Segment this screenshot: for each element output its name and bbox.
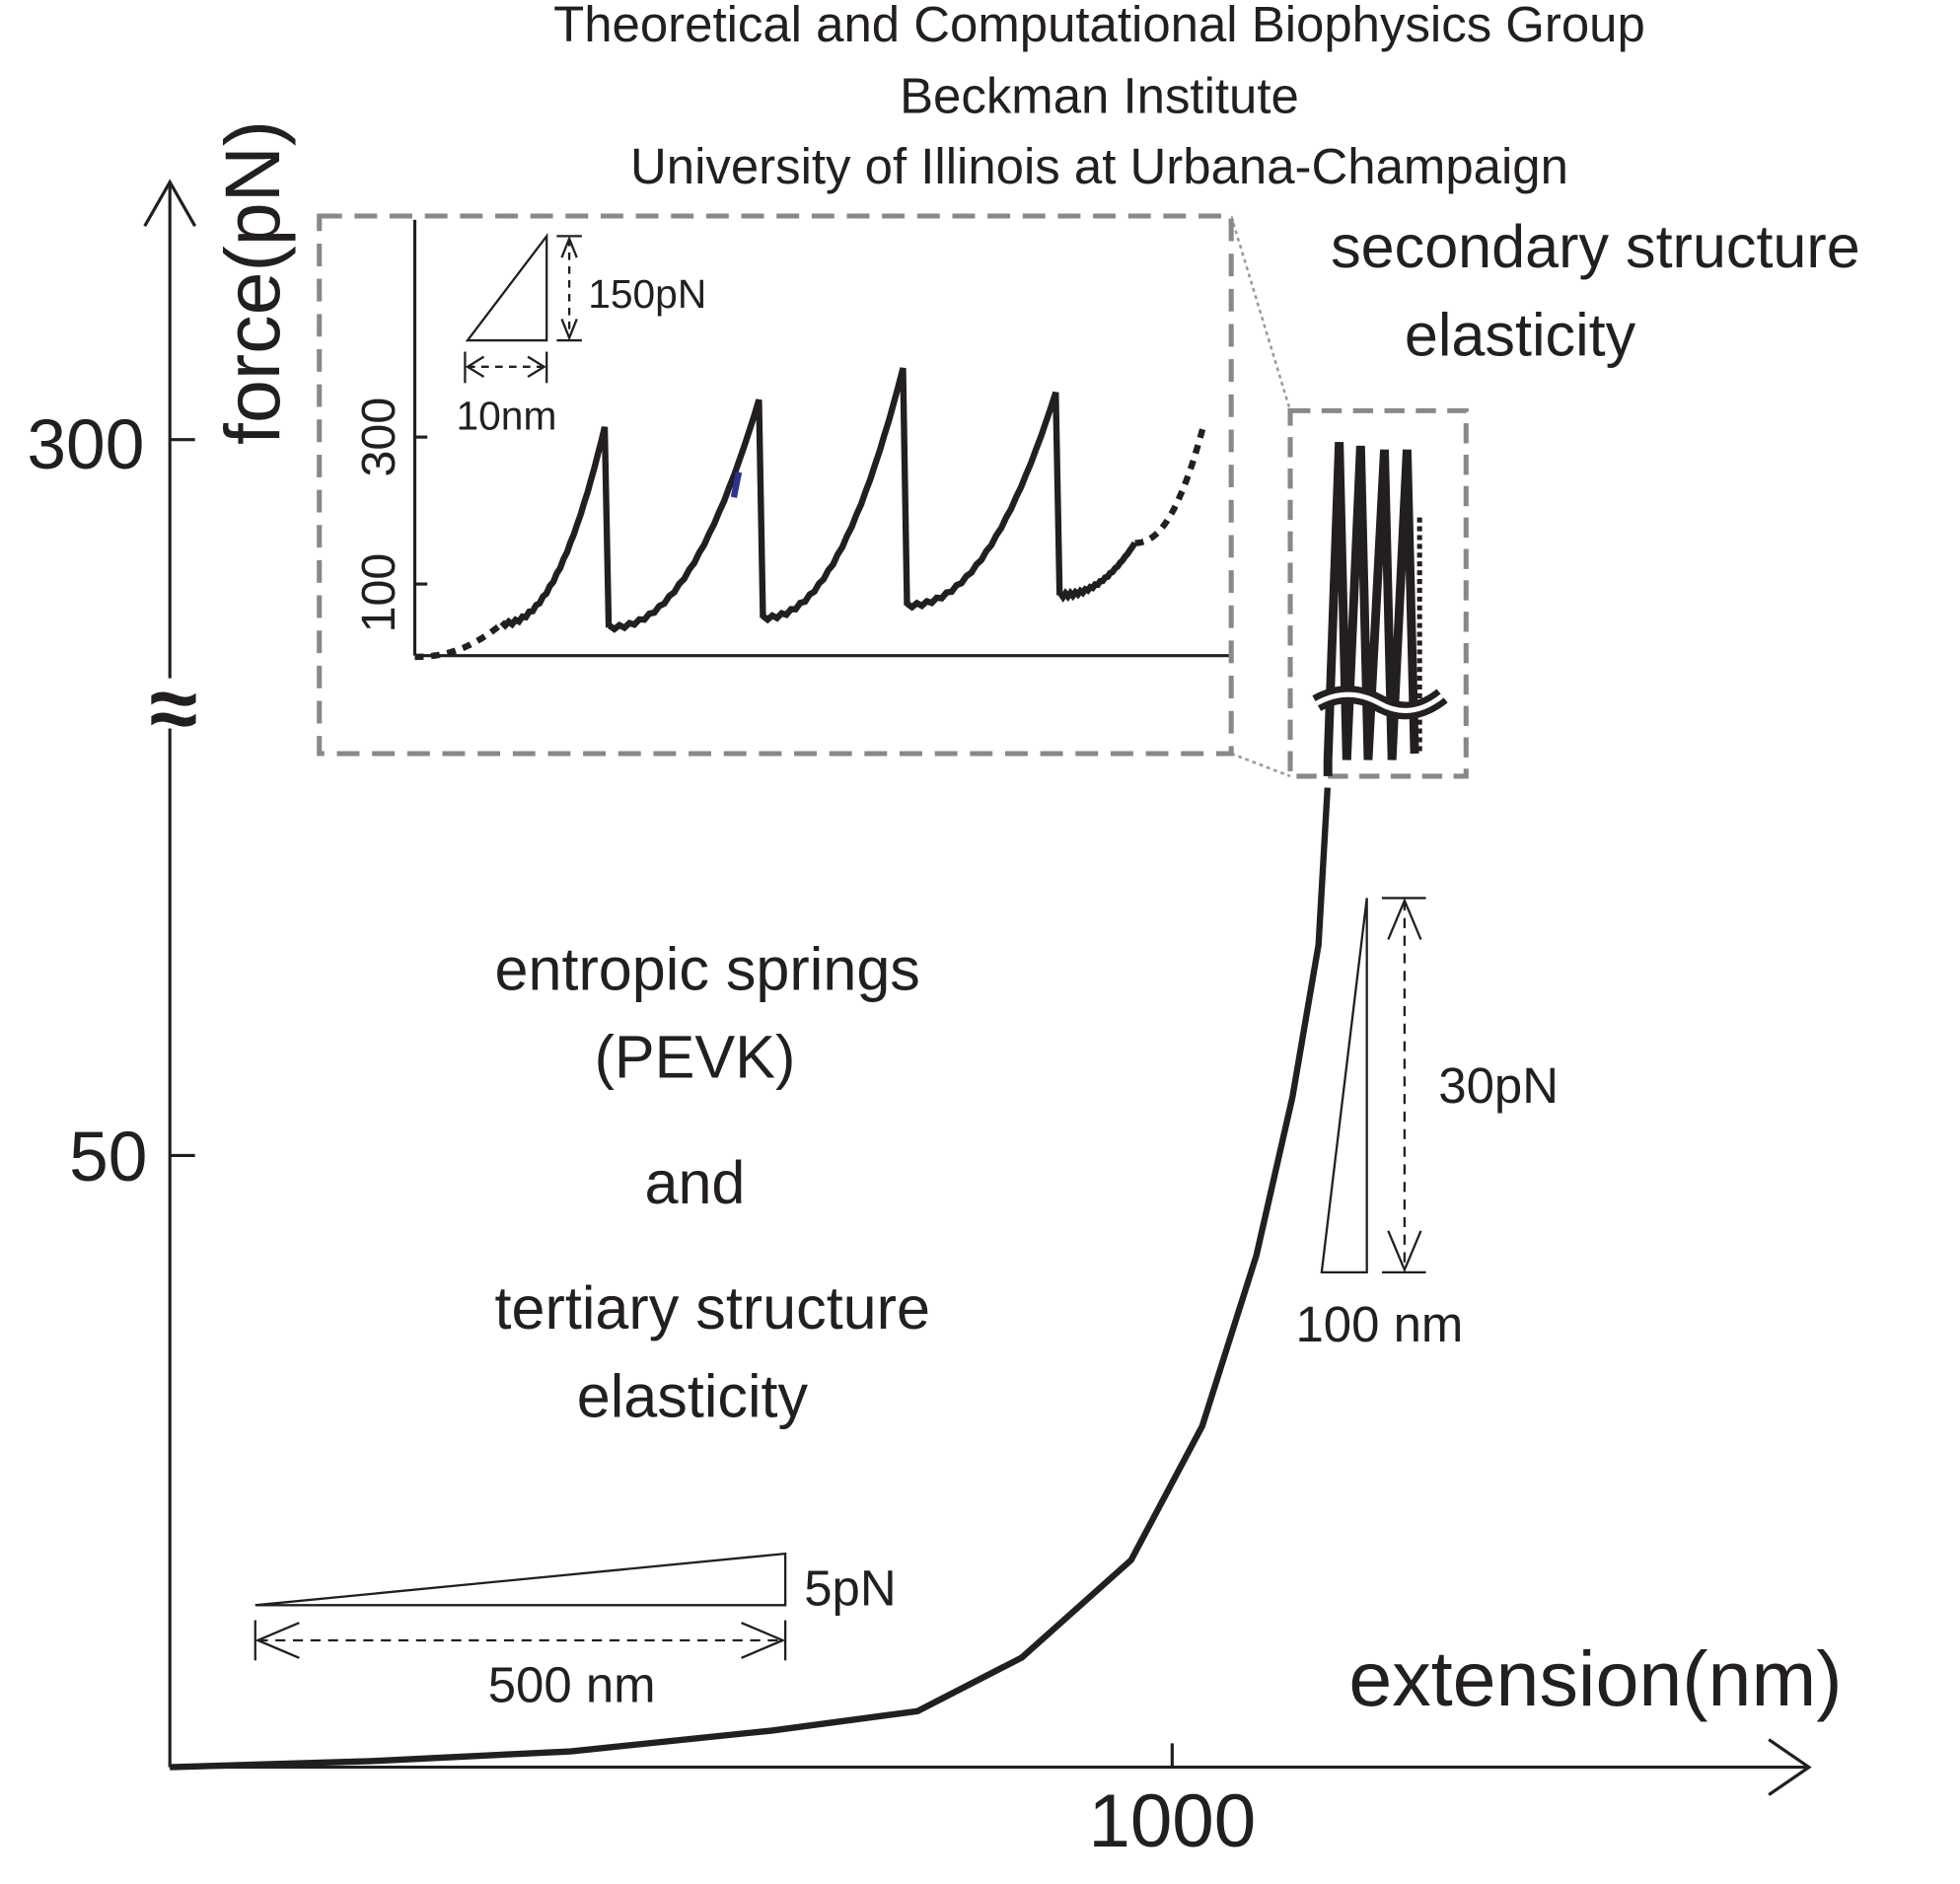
main-curve [170, 787, 1331, 1771]
connector-top [1229, 215, 1292, 411]
inset-y-tick-label-100: 100 [352, 553, 405, 633]
zoom-break-symbol-gap [1315, 691, 1444, 713]
y-tick-label-50: 50 [69, 1118, 147, 1196]
inset-sawtooth-segment-5 [1057, 541, 1138, 603]
inset-sawtooth-peak-4 [905, 391, 1063, 612]
scale-low-extension-label: 500 nm [488, 1656, 656, 1712]
inset-sawtooth-peak-2 [608, 399, 766, 633]
inset-scale-force-label: 150pN [588, 271, 706, 317]
axis-break-mask [148, 678, 199, 729]
title-line-2: Beckman Institute [900, 68, 1299, 124]
scale-bar-low [254, 1552, 787, 1661]
inset-sawtooth [414, 367, 1207, 661]
region-high-line-2: elasticity [1405, 301, 1636, 368]
inset-highlight-segment [730, 471, 743, 498]
region-low-line-2: (PEVK) [595, 1024, 796, 1091]
y-tick-label-300: 300 [27, 405, 144, 484]
connector-bottom [1230, 752, 1291, 778]
inset-axes [412, 219, 1229, 658]
y-axis-arrow [143, 179, 197, 227]
region-high-line-1: secondary structure [1331, 213, 1860, 280]
inset-sawtooth-peak-1 [499, 426, 613, 630]
scale-bar-mid [1320, 897, 1426, 1274]
scale-mid-force-label: 30pN [1438, 1057, 1559, 1114]
x-tick-label-1000: 1000 [1088, 1779, 1256, 1863]
title-line-3: University of Illinois at Urbana-Champai… [630, 138, 1568, 194]
region-low-line-3: and [644, 1149, 745, 1216]
region-low-line-5: elasticity [577, 1362, 809, 1429]
axes [143, 179, 1812, 1796]
scale-mid-extension-label: 100 nm [1295, 1296, 1463, 1352]
inset-y-tick-label-300: 300 [352, 398, 405, 477]
zoom-region-box [1287, 407, 1469, 779]
y-axis-label: force(pN) [209, 120, 296, 445]
x-axis-arrow [1768, 1738, 1812, 1796]
inset-sawtooth-peak-3 [761, 367, 910, 624]
inset-sawtooth-segment-6 [1134, 423, 1207, 546]
inset-scale-bar [464, 232, 582, 384]
scale-low-force-label: 5pN [804, 1559, 896, 1616]
axis-break-symbol: ≈ [150, 659, 198, 758]
zoom-region-sawtooth [1323, 442, 1419, 776]
title-line-1: Theoretical and Computational Biophysics… [553, 0, 1645, 52]
inset-scale-extension-label: 10nm [457, 393, 557, 438]
x-axis-label: extension(nm) [1348, 1635, 1842, 1722]
region-low-line-4: tertiary structure [495, 1274, 930, 1341]
region-low-line-1: entropic springs [494, 935, 919, 1002]
inset-box [317, 213, 1234, 757]
